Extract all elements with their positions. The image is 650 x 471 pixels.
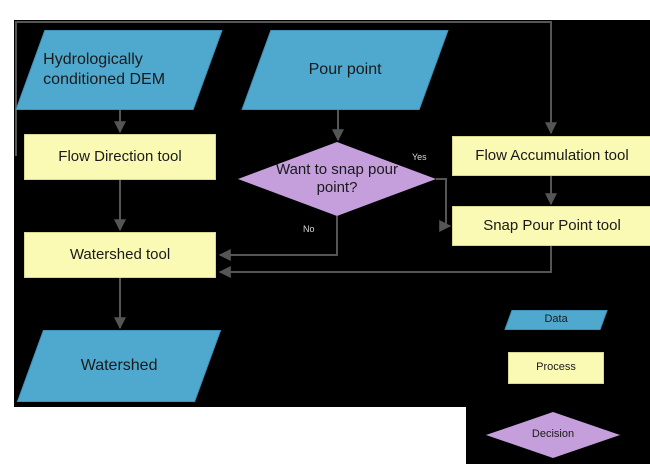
node-pour-point[interactable]: Pour point bbox=[241, 30, 449, 110]
node-label: Flow Direction tool bbox=[58, 147, 182, 165]
node-snap-pour-point-tool[interactable]: Snap Pour Point tool bbox=[452, 206, 650, 246]
node-watershed-tool[interactable]: Watershed tool bbox=[24, 232, 216, 278]
legend-item-decision: Decision bbox=[486, 412, 620, 458]
node-flow-accumulation-tool[interactable]: Flow Accumulation tool bbox=[452, 136, 650, 176]
node-watershed-output[interactable]: Watershed bbox=[16, 330, 222, 402]
node-label: Watershed tool bbox=[69, 245, 171, 263]
legend-item-data: Data bbox=[504, 310, 608, 330]
legend-label-data: Data bbox=[544, 313, 568, 326]
node-label: Hydrologically conditioned DEM bbox=[43, 51, 165, 88]
legend-label-process: Process bbox=[536, 361, 576, 374]
node-label: Want to snap pour point? bbox=[275, 160, 398, 196]
legend-item-process: Process bbox=[508, 352, 604, 384]
legend-label-decision: Decision bbox=[531, 428, 575, 441]
node-label: Watershed bbox=[80, 357, 158, 375]
branch-label-no: No bbox=[303, 224, 315, 234]
node-label: Pour point bbox=[308, 61, 382, 79]
node-hydrologically-conditioned-dem[interactable]: Hydrologically conditioned DEM bbox=[15, 30, 223, 110]
node-flow-direction-tool[interactable]: Flow Direction tool bbox=[24, 134, 216, 180]
node-label: Flow Accumulation tool bbox=[475, 146, 629, 164]
branch-label-yes: Yes bbox=[412, 152, 427, 162]
node-label: Snap Pour Point tool bbox=[483, 216, 621, 234]
node-decision-want-to-snap-pour-point[interactable]: Want to snap pour point? bbox=[238, 142, 436, 216]
